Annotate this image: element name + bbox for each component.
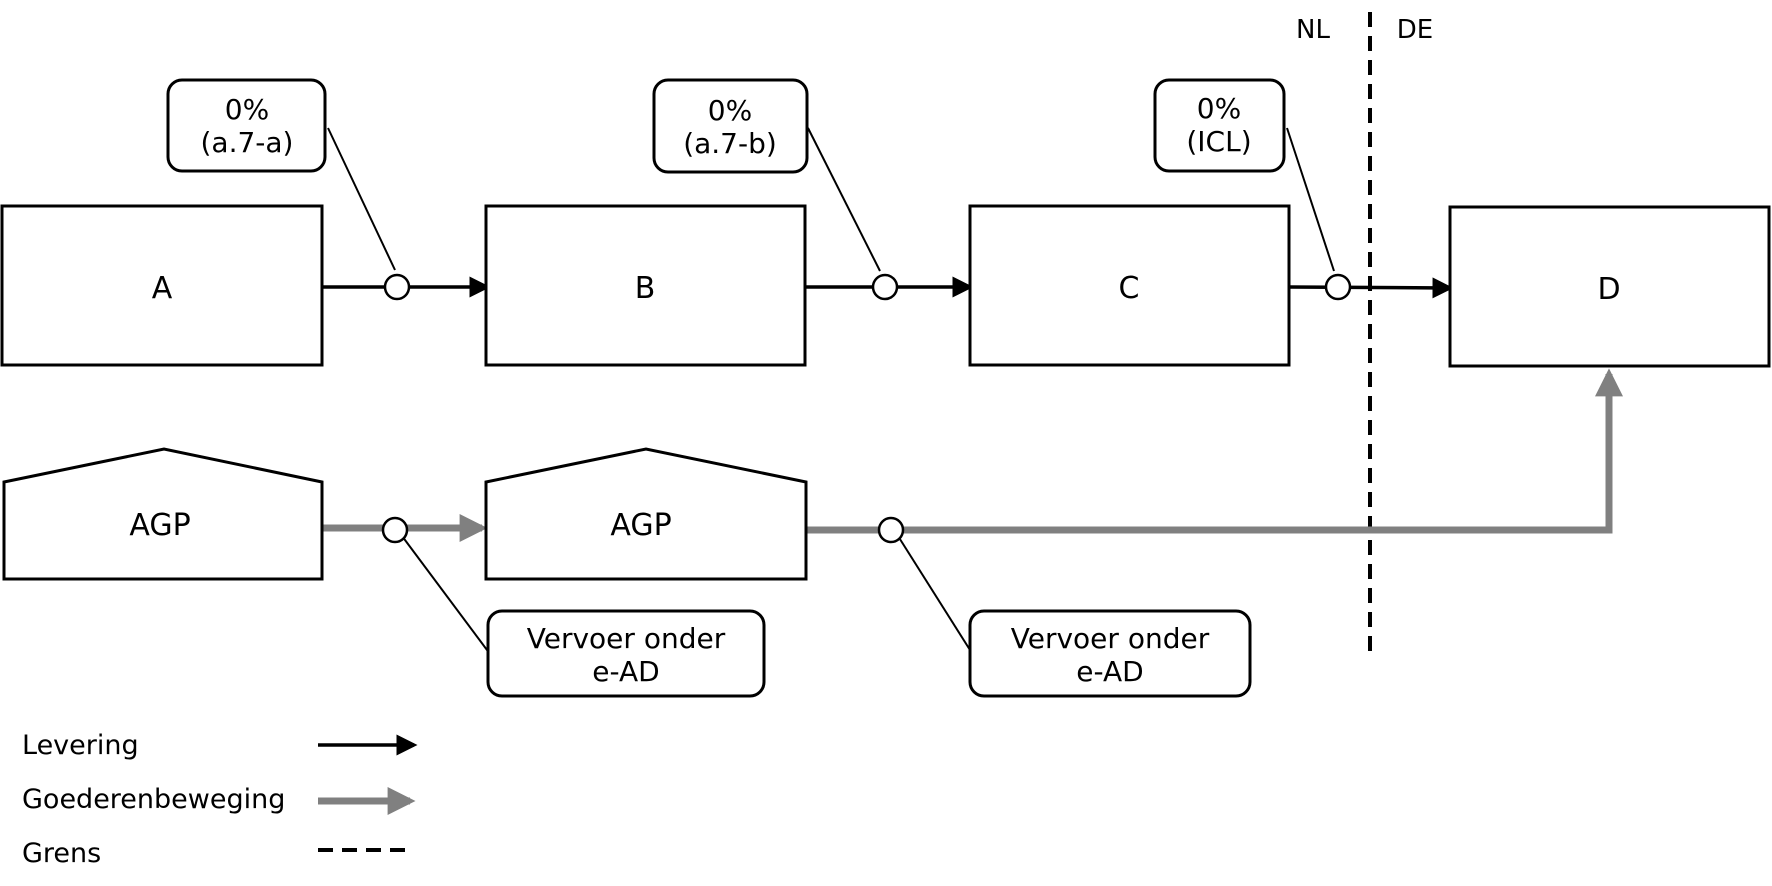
party-box-a: A: [0, 204, 324, 367]
warehouse-agp-2: AGP: [484, 447, 808, 581]
supply-callout-2: 0% (a.7-b): [652, 78, 899, 301]
supply-node-b-c: [871, 273, 899, 301]
supply-callout-3-basis: (ICL): [1186, 125, 1251, 158]
legend-label-levering: Levering: [22, 730, 139, 761]
goods-node-agp2-d: [877, 516, 905, 544]
border-label-de: DE: [1397, 15, 1433, 45]
supply-arrow-c-d: [1288, 277, 1454, 299]
goods-movement-arrow-agp2-d: [805, 368, 1623, 534]
supply-node-a-b: [383, 273, 411, 301]
transport-callout-2-line1: Vervoer onder: [1011, 622, 1210, 655]
supply-callout-1-basis: (a.7-a): [201, 126, 294, 159]
party-box-d: D: [1448, 205, 1771, 368]
party-label-d: D: [1597, 272, 1620, 307]
supply-callout-1-rate: 0%: [225, 93, 269, 126]
warehouse-label-2: AGP: [610, 508, 671, 543]
legend-label-goederenbeweging: Goederenbeweging: [22, 784, 285, 815]
transport-callout-2: Vervoer onder e-AD: [877, 516, 1252, 698]
supply-callout-2-rate: 0%: [708, 94, 752, 127]
party-label-c: C: [1119, 271, 1140, 306]
party-label-b: B: [635, 271, 656, 306]
transport-callout-1-line2: e-AD: [592, 655, 659, 688]
transport-callout-1-line1: Vervoer onder: [527, 622, 726, 655]
supply-callout-3: 0% (ICL): [1153, 78, 1352, 301]
border-label-nl: NL: [1296, 15, 1330, 45]
party-box-c: C: [968, 204, 1291, 367]
goods-node-agp1-agp2: [381, 516, 409, 544]
party-label-a: A: [152, 271, 173, 306]
transport-callout-2-line2: e-AD: [1076, 655, 1143, 688]
supply-callout-1: 0% (a.7-a): [166, 78, 411, 301]
supply-callout-2-basis: (a.7-b): [683, 127, 777, 160]
warehouse-agp-1: AGP: [2, 447, 324, 581]
warehouse-label-1: AGP: [129, 508, 190, 543]
legend-label-grens: Grens: [22, 838, 101, 869]
supply-node-c-d: [1324, 273, 1352, 301]
supply-callout-3-rate: 0%: [1197, 92, 1241, 125]
party-box-b: B: [484, 204, 807, 367]
legend: Levering Goederenbeweging Grens: [22, 730, 418, 869]
transport-callout-1: Vervoer onder e-AD: [381, 516, 766, 698]
